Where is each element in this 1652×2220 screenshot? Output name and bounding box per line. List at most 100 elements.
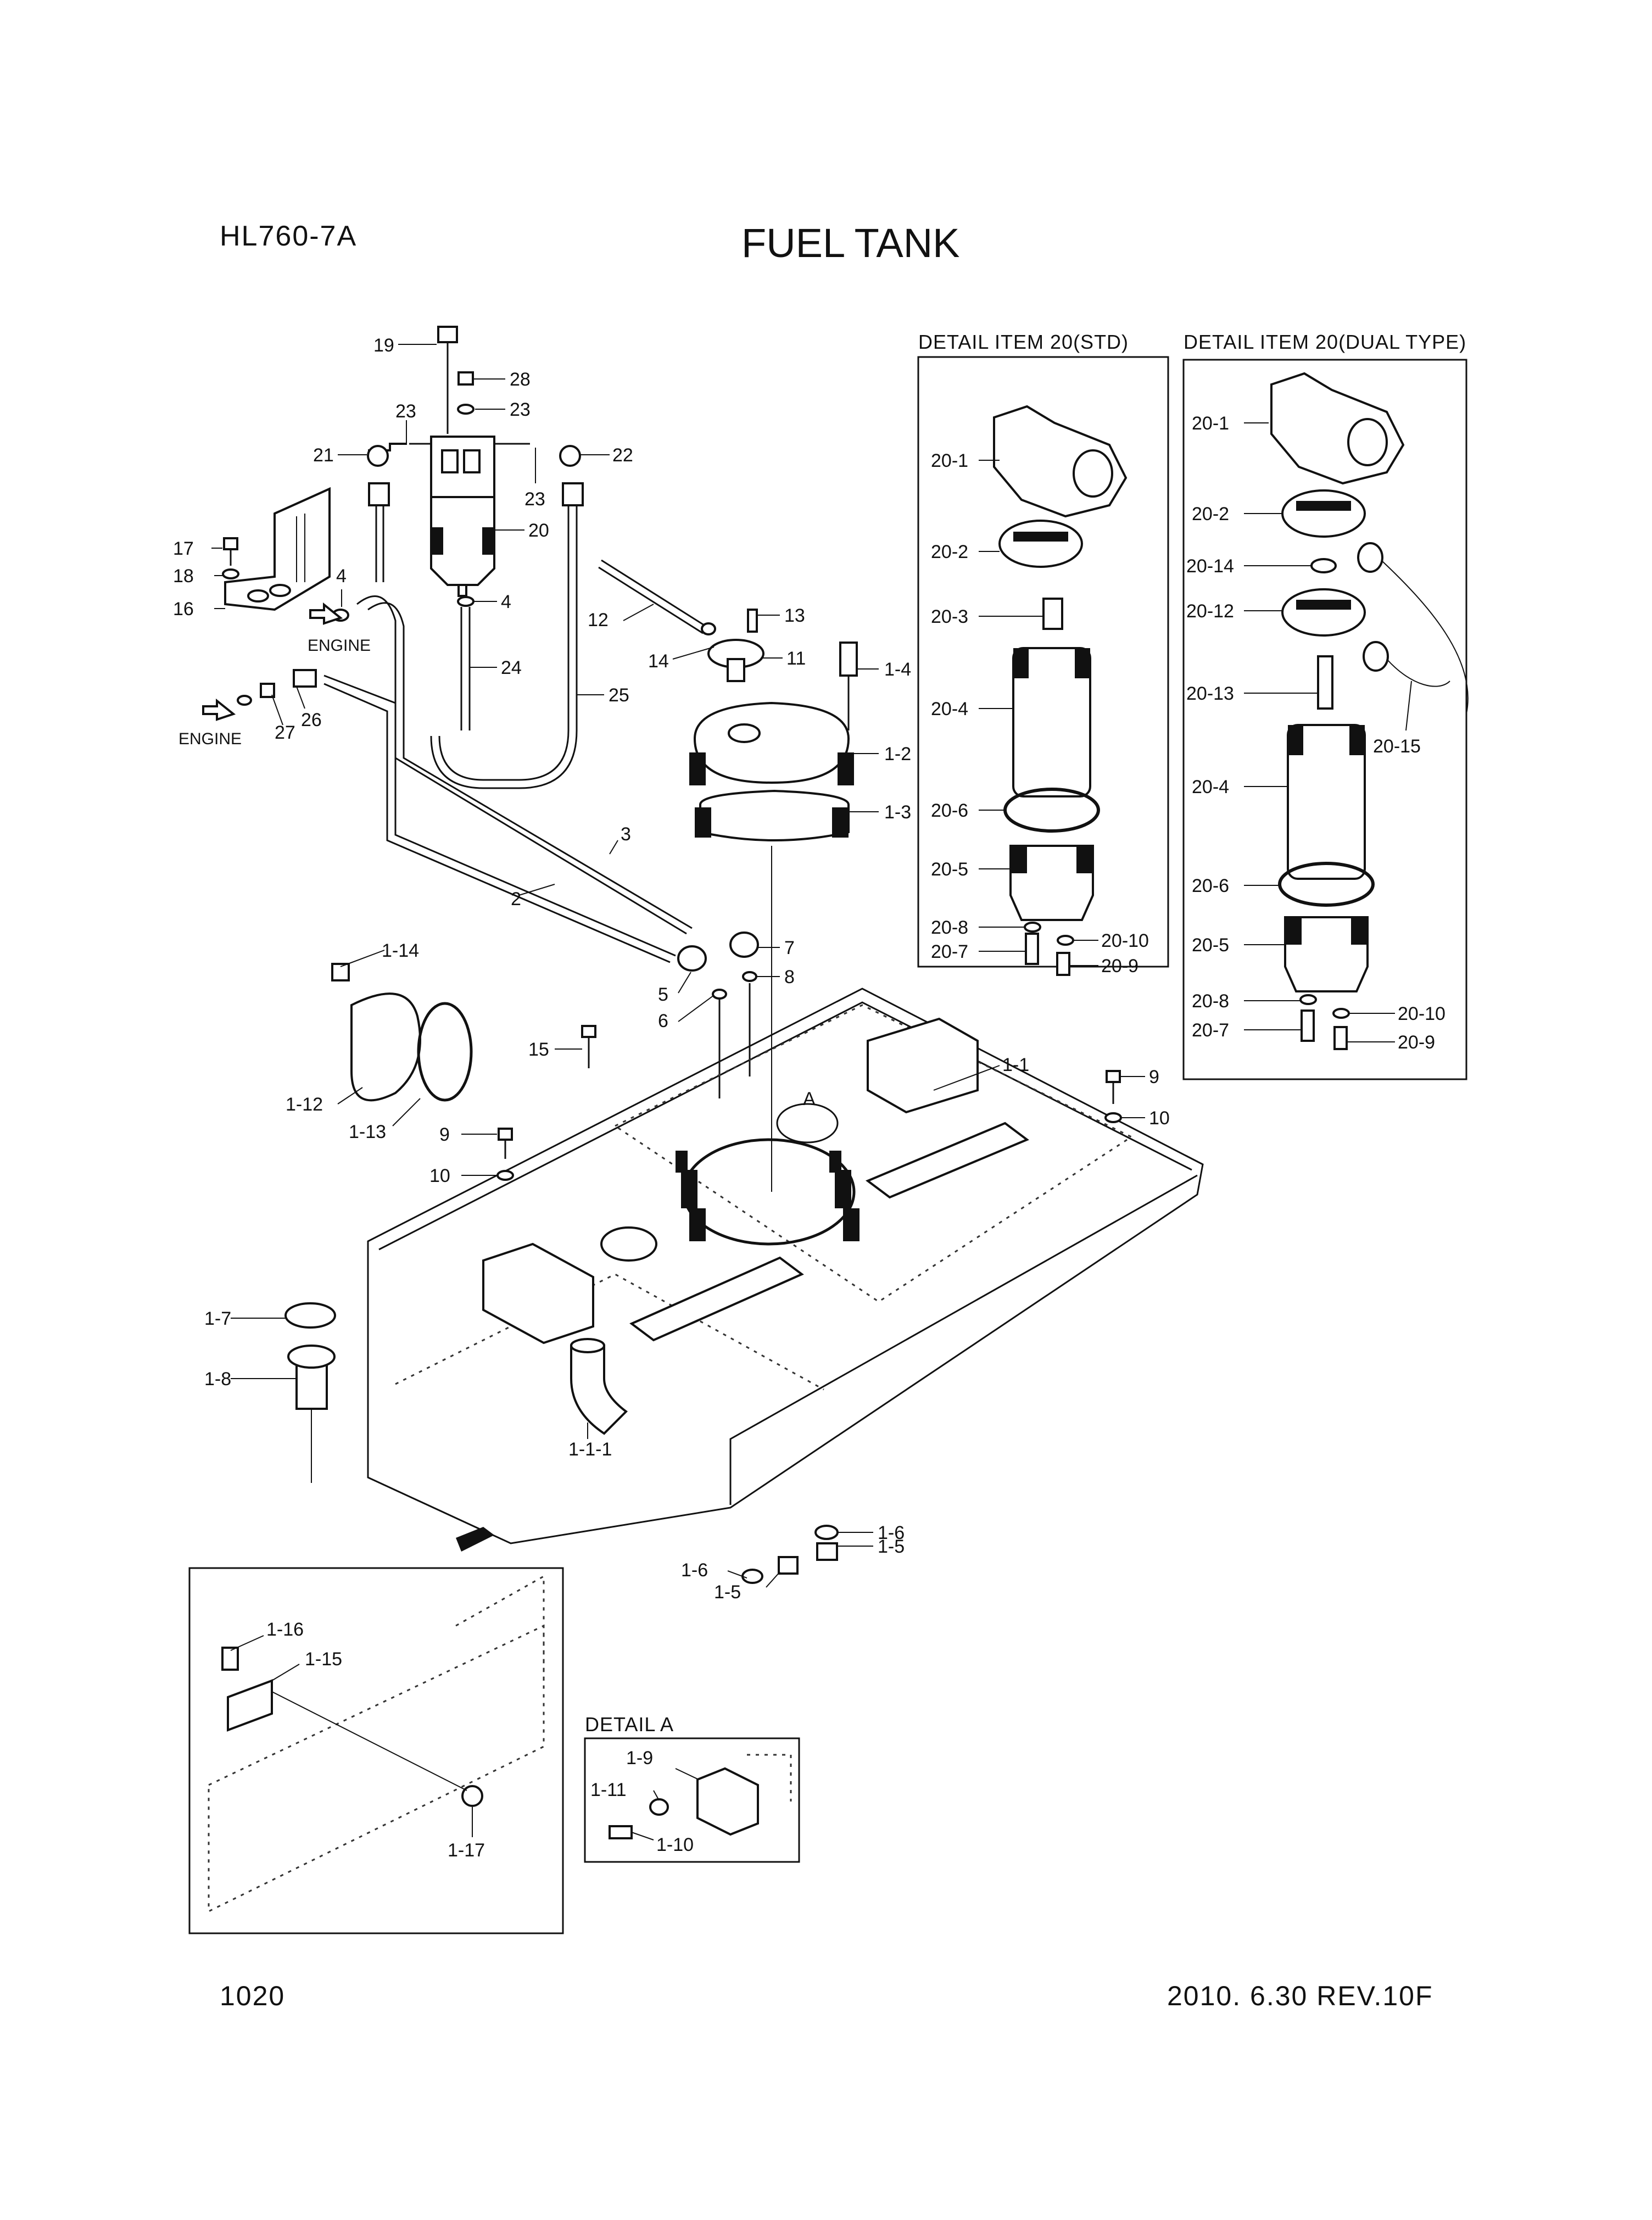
callout-20-7-std: 20-7 — [931, 941, 968, 962]
elbow-7 — [729, 931, 759, 958]
callout-19: 19 — [373, 335, 394, 356]
pipe-3 — [356, 595, 687, 935]
rail-right — [866, 1122, 1029, 1199]
engine-label-lower: ENGINE — [178, 730, 242, 748]
nipple-std — [1042, 598, 1063, 630]
callout-20-6-std: 20-6 — [931, 800, 968, 821]
callout-1-11: 1-11 — [590, 1780, 627, 1800]
callout-4-right: 4 — [501, 592, 511, 612]
main-leaders — [211, 344, 1145, 1840]
bolt-9-left — [498, 1128, 513, 1141]
callout-15: 15 — [528, 1039, 549, 1060]
callout-1-5-left: 1-5 — [714, 1582, 741, 1603]
engine-arrow-lower — [202, 698, 236, 721]
callout-20-4-std: 20-4 — [931, 699, 968, 719]
washer-10-left — [496, 1170, 514, 1181]
detail-dual-title: DETAIL ITEM 20(DUAL TYPE) — [1184, 331, 1466, 353]
callout-3: 3 — [621, 824, 631, 845]
filter-body-20 — [430, 496, 495, 586]
tank-opening-ring — [682, 1138, 856, 1246]
cover-1-12 — [350, 992, 421, 1102]
engine-arrow-upper — [309, 602, 343, 625]
detail-std-title: DETAIL ITEM 20(STD) — [918, 331, 1129, 353]
filter-cap-band-dual — [1296, 501, 1351, 511]
plate-1-15 — [227, 1679, 273, 1732]
callout-1-7: 1-7 — [204, 1308, 231, 1329]
callout-20-3-std: 20-3 — [931, 606, 968, 627]
main-callouts: 19 28 23 23 23 21 22 20 17 18 16 4 4 24 … — [173, 335, 1170, 1861]
callout-20-9-std: 20-9 — [1101, 956, 1138, 977]
sensor-plug-std — [1056, 952, 1070, 976]
o-ring-dual — [1278, 862, 1375, 907]
elbow-21-body — [367, 445, 389, 467]
detail-std-frame — [917, 356, 1169, 968]
dual-bowl-mark-r — [1351, 917, 1368, 945]
callout-23-left: 23 — [395, 401, 416, 422]
o-ring-4-lower — [457, 596, 475, 607]
page-title: FUEL TANK — [741, 220, 960, 266]
callout-20-12-dual: 20-12 — [1186, 601, 1234, 622]
screw-13 — [747, 609, 758, 633]
block-plate-front — [482, 1242, 594, 1345]
callout-8: 8 — [784, 967, 795, 988]
callout-1-6-right: 1-6 — [878, 1522, 905, 1543]
filter-head-20 — [430, 436, 495, 498]
callout-1-8: 1-8 — [204, 1369, 231, 1390]
harness-20-15 — [1381, 560, 1469, 715]
callout-20-10-std: 20-10 — [1101, 930, 1149, 951]
callout-1-13: 1-13 — [349, 1122, 386, 1142]
filter-element-dual — [1287, 724, 1366, 880]
callout-22: 22 — [612, 445, 633, 466]
callout-1-3: 1-3 — [884, 802, 911, 823]
suction-pipe-1-1-1 — [570, 1345, 628, 1435]
model-code: HL760-7A — [220, 220, 358, 252]
filter-element-mark-r — [1075, 648, 1090, 678]
washer-10-right — [1104, 1112, 1122, 1123]
fuel-filter-assembly — [202, 326, 858, 1192]
nut-1-17 — [461, 1785, 483, 1807]
seal-20-8-dual — [1299, 994, 1317, 1005]
seal-20-10-std — [1057, 935, 1074, 946]
callout-10-left: 10 — [429, 1165, 450, 1186]
hose-25 — [438, 505, 570, 781]
detail-a-title: DETAIL A — [585, 1713, 674, 1736]
gasket-1-13 — [417, 1002, 473, 1102]
callout-1-1: 1-1 — [1002, 1055, 1029, 1075]
connector-lower — [1363, 641, 1389, 672]
callout-1-17: 1-17 — [448, 1840, 485, 1861]
engine-label-upper: ENGINE — [308, 637, 371, 655]
callout-16: 16 — [173, 599, 194, 620]
callout-1-5-right: 1-5 — [878, 1536, 905, 1557]
seal-1-6-right — [814, 1525, 839, 1540]
callout-6: 6 — [658, 1011, 668, 1031]
heater-20-12 — [1281, 588, 1366, 637]
plug-28 — [457, 371, 474, 386]
elbow-5 — [677, 945, 707, 972]
filter-element-mark-l — [1013, 648, 1029, 678]
callout-1-14: 1-14 — [382, 940, 419, 961]
callout-10-right: 10 — [1149, 1108, 1170, 1129]
page-number: 1020 — [220, 1981, 286, 2011]
callout-26: 26 — [301, 710, 322, 730]
filter-element-std — [1012, 647, 1091, 797]
elbow-22-body — [559, 445, 581, 467]
plug-1-5-right — [816, 1542, 838, 1561]
bracket-16 — [224, 487, 331, 611]
fuel-tank-1-1: A — [284, 963, 1204, 1584]
detail-a-panel: DETAIL A — [584, 1713, 800, 1863]
dual-leaders — [1244, 422, 1412, 1042]
block-plate-rear — [867, 1017, 979, 1114]
callout-17: 17 — [173, 538, 194, 559]
callout-5: 5 — [658, 984, 668, 1005]
callout-21: 21 — [313, 445, 334, 466]
filter-cap-band-std — [1013, 532, 1068, 542]
hose-12 — [601, 559, 706, 627]
callout-11: 11 — [786, 648, 806, 669]
callout-4-left: 4 — [336, 566, 347, 587]
drain-plug-std — [1025, 933, 1039, 965]
plug-1-5-left — [778, 1556, 799, 1575]
filter-cap-dual — [1281, 489, 1366, 538]
callout-1-12: 1-12 — [286, 1094, 323, 1115]
flange-plate — [600, 1226, 657, 1262]
